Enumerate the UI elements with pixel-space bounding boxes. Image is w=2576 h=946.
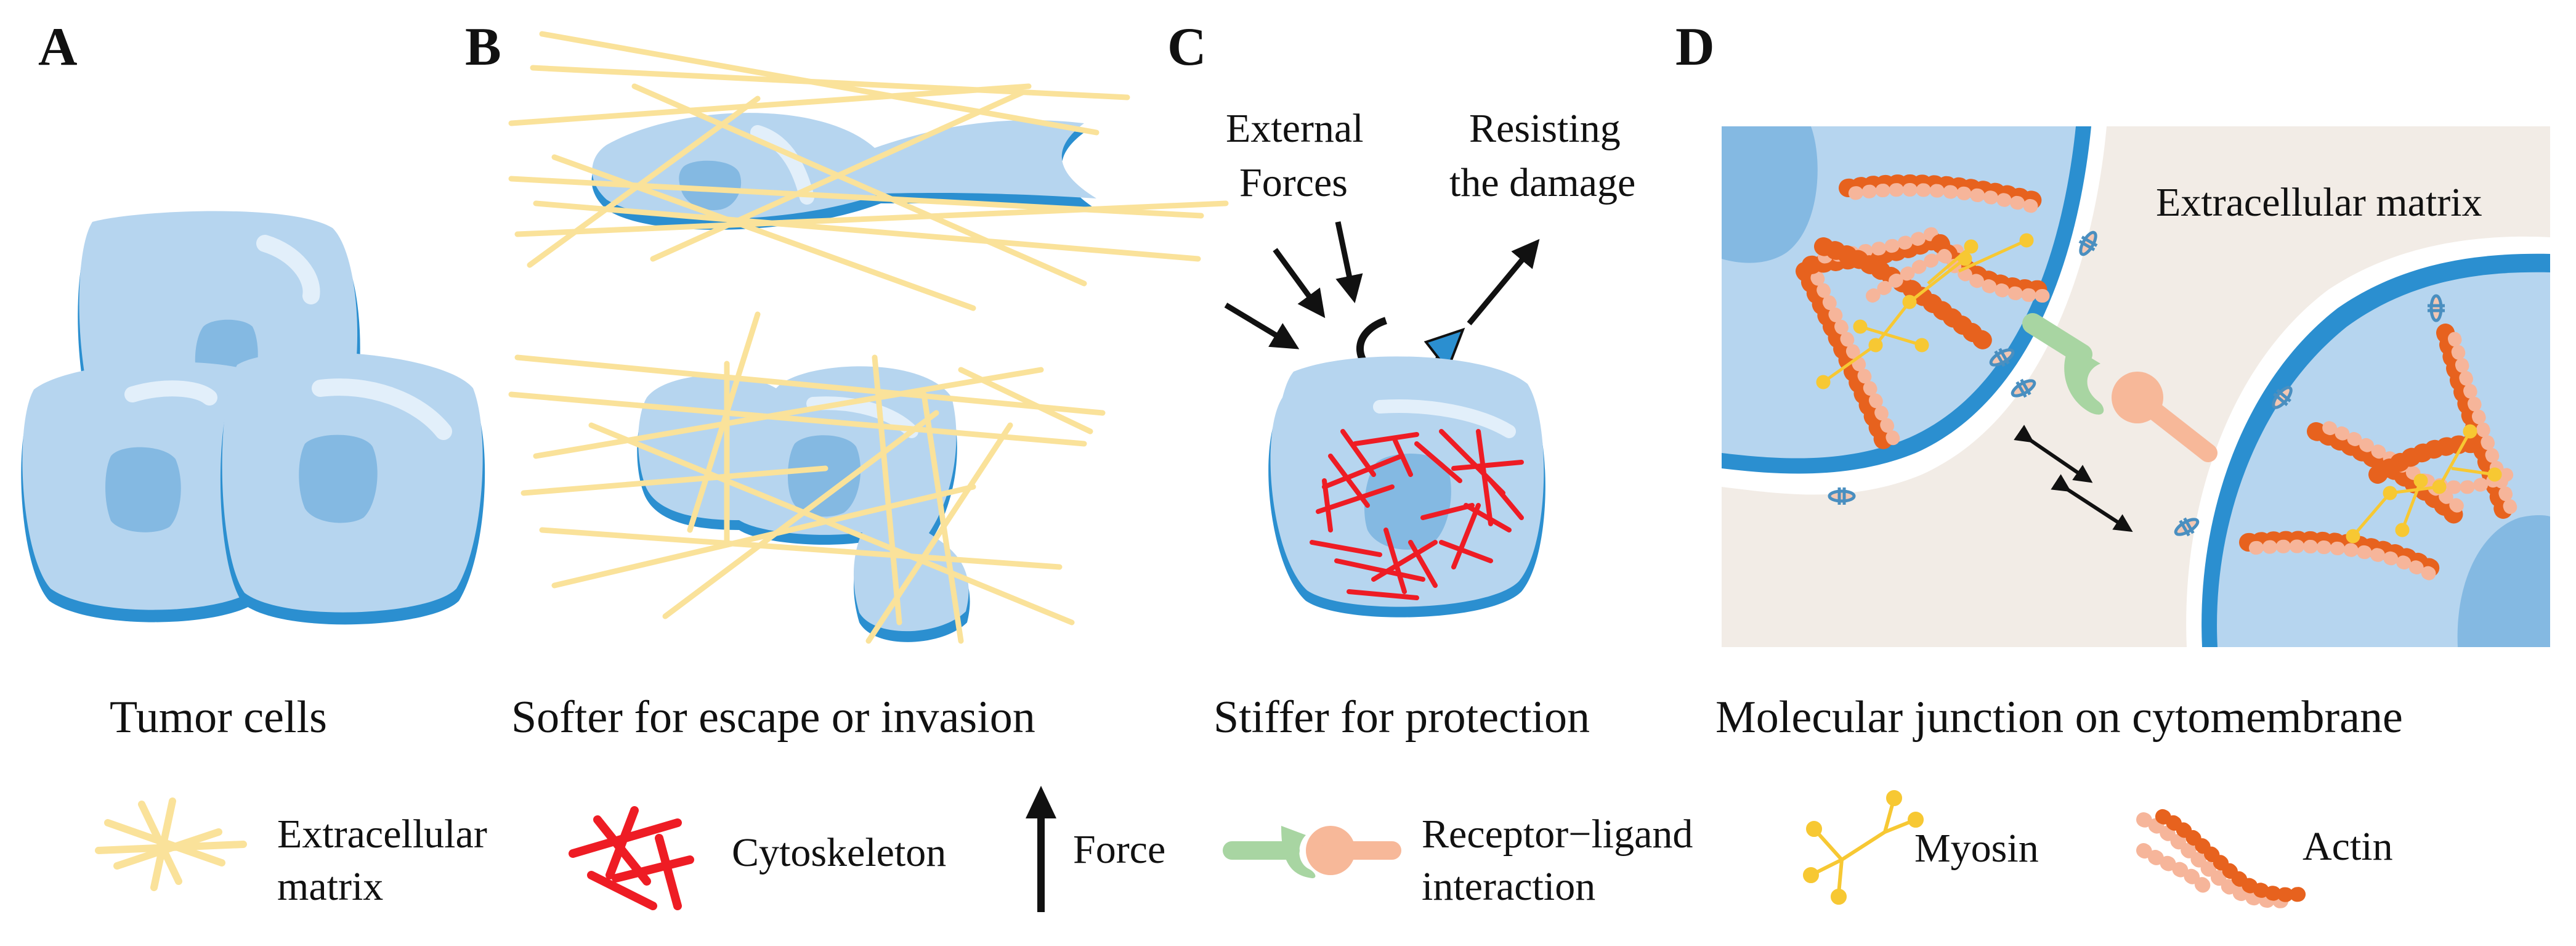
legend-receptor-label-line1: Receptor−ligand	[1422, 812, 1693, 857]
resisting-label-line1: Resisting	[1469, 106, 1621, 151]
panel-d: D	[1675, 17, 2550, 743]
legend-actin-icon	[2136, 806, 2311, 908]
cytoskeleton-network	[1310, 429, 1524, 600]
legend-force-label: Force	[1073, 827, 1165, 872]
junction-double-arrow	[2014, 425, 2133, 532]
actin-filaments-left	[1796, 174, 2054, 453]
nucleus	[679, 160, 742, 210]
panel-c-caption: Stiffer for protection	[1213, 692, 1590, 743]
external-forces-label-line1: External	[1226, 106, 1364, 151]
myosin-right	[2346, 424, 2502, 544]
tumor-cell-left	[21, 362, 284, 622]
legend-ecm-label-line2: matrix	[277, 864, 383, 909]
panel-b: B	[465, 17, 1229, 743]
force-arrow	[1335, 221, 1363, 304]
myosin-left	[1816, 233, 2034, 389]
resisting-label-line2: the damage	[1449, 160, 1635, 205]
panel-b-caption: Softer for escape or invasion	[511, 692, 1035, 743]
tumor-cell-right	[220, 352, 485, 625]
extracellular-matrix-fibers	[508, 31, 1229, 644]
external-forces-label-line2: Forces	[1239, 160, 1348, 205]
nucleus	[2457, 515, 2550, 647]
legend-cytoskeleton-label: Cytoskeleton	[732, 830, 946, 875]
panel-b-letter: B	[465, 17, 501, 77]
nucleus	[787, 435, 861, 517]
panel-d-caption: Molecular junction on cytomembrane	[1715, 692, 2403, 743]
force-arrow	[1273, 248, 1326, 319]
legend-myosin-label: Myosin	[1914, 826, 2039, 871]
stiff-cell	[1268, 356, 1545, 618]
legend-receptor-ligand-icon	[1223, 826, 1401, 878]
nucleus	[1364, 454, 1451, 550]
legend-myosin-icon	[1803, 790, 1924, 905]
legend-cytoskeleton-icon	[569, 806, 694, 910]
legend-receptor-label-line2: interaction	[1422, 864, 1595, 909]
actin-filaments-right	[2239, 324, 2518, 586]
legend: Extracellular matrix Cytoskeleton Force …	[95, 786, 2393, 912]
force-arrow	[1224, 303, 1300, 349]
nucleus	[1722, 126, 1818, 263]
legend-force-arrow-icon	[1026, 786, 1056, 912]
ecm-label: Extracellular matrix	[2156, 180, 2482, 225]
nucleus	[105, 447, 181, 532]
receptor-ligand-pair	[2022, 313, 2218, 462]
panel-a-letter: A	[38, 17, 78, 77]
panel-c: C External Forces Resisting the damage	[1167, 17, 1635, 743]
junction-illustration: Extracellular matrix	[1722, 126, 2550, 647]
nucleus	[299, 434, 378, 523]
membrane-adhesion-proteins	[1828, 230, 2445, 537]
legend-ecm-icon	[95, 797, 247, 891]
legend-ecm-label-line1: Extracellular	[277, 812, 487, 857]
tumor-cell-cluster	[21, 211, 485, 625]
resist-arrow	[1467, 239, 1540, 325]
panel-a: A Tumor cells	[21, 17, 485, 743]
panel-d-letter: D	[1675, 17, 1715, 77]
panel-c-letter: C	[1167, 17, 1207, 77]
external-force-arrows	[1224, 221, 1540, 349]
panel-a-caption: Tumor cells	[110, 692, 327, 743]
legend-actin-label: Actin	[2303, 824, 2393, 869]
